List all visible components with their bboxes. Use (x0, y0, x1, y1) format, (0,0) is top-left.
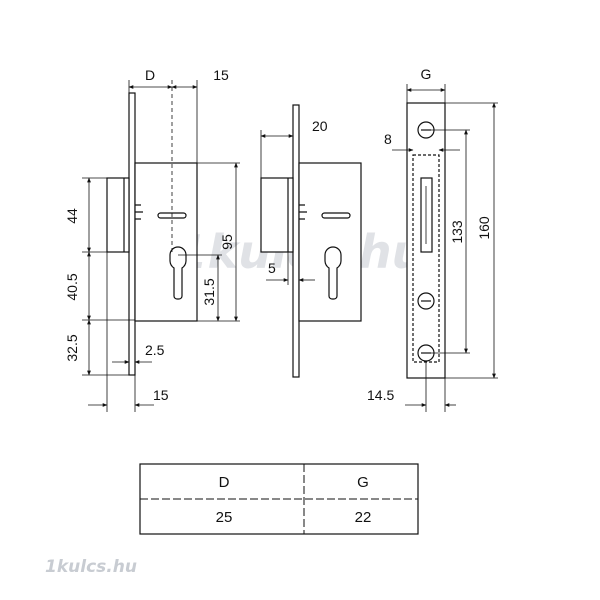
dim-44: 44 (64, 208, 80, 224)
dim-32-5: 32.5 (64, 334, 80, 361)
table-header-d: D (219, 474, 230, 491)
dim-31-5: 31.5 (201, 278, 217, 305)
dim-15-top: 15 (213, 67, 229, 83)
front-dimension-lines (82, 80, 240, 412)
front-bolt (106, 177, 130, 253)
dim-8: 8 (384, 131, 392, 147)
table-value-g: 22 (355, 509, 372, 526)
dim-95: 95 (219, 234, 235, 250)
dim-5: 5 (268, 260, 276, 276)
edge-dimension-lines (392, 84, 498, 412)
dim-133: 133 (449, 220, 465, 244)
table-value-d: 25 (216, 509, 233, 526)
side-dimension-lines (260, 130, 315, 285)
dim-2-5: 2.5 (145, 342, 165, 358)
dim-d-label: D (145, 67, 155, 83)
dim-14-5: 14.5 (367, 387, 394, 403)
watermark-corner: 1kulcs.hu (45, 557, 137, 577)
side-faceplate (292, 104, 300, 378)
front-cylinder-cutout (169, 246, 187, 300)
side-handle-slot (321, 212, 351, 219)
dim-15-bottom: 15 (153, 387, 169, 403)
dimension-table: D G 25 22 (139, 463, 419, 535)
dim-g-label: G (421, 66, 432, 82)
side-cylinder-cutout (324, 246, 342, 300)
front-faceplate (128, 92, 136, 376)
table-header-g: G (357, 474, 369, 491)
edge-bolt-opening (420, 177, 433, 253)
dim-40-5: 40.5 (64, 273, 80, 300)
side-view (260, 104, 362, 378)
front-lock-case (134, 162, 198, 322)
side-lock-case (298, 162, 362, 322)
dim-160: 160 (476, 216, 492, 240)
dim-20: 20 (312, 118, 328, 134)
edge-view (406, 102, 446, 379)
front-view (106, 92, 198, 376)
